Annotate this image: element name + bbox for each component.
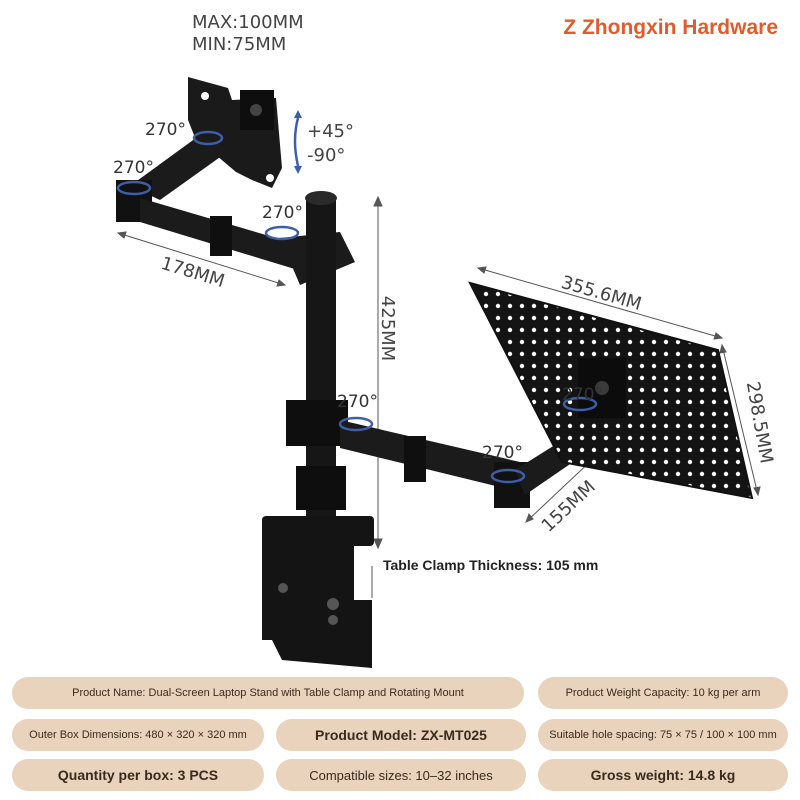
monitor-stand-illustration xyxy=(116,77,761,668)
spec-gross-weight: Gross weight: 14.8 kg xyxy=(538,759,788,791)
spec-outer-box: Outer Box Dimensions: 480 × 320 × 320 mm xyxy=(12,719,264,751)
vesa-max: MAX:100MM xyxy=(192,12,304,33)
angle-label: 270° xyxy=(145,120,186,140)
tilt-down: -90° xyxy=(307,145,346,166)
dimension-lines xyxy=(116,195,761,598)
angle-label: 270° xyxy=(482,443,523,463)
vesa-range-label: MAX:100MM MIN:75MM xyxy=(192,12,304,56)
spec-hole-spacing: Suitable hole spacing: 75 × 75 / 100 × 1… xyxy=(538,719,788,751)
pole-height-label: 425MM xyxy=(377,295,399,362)
rotation-markers xyxy=(116,110,598,484)
spec-product-name: Product Name: Dual-Screen Laptop Stand w… xyxy=(12,677,524,709)
tilt-up: +45° xyxy=(307,121,354,142)
angle-label: 270° xyxy=(337,392,378,412)
angle-label: 270° xyxy=(562,385,603,405)
table-clamp xyxy=(262,516,374,668)
laptop-tray xyxy=(468,281,754,500)
angle-label: 270° xyxy=(262,203,303,223)
spec-compatible: Compatible sizes: 10–32 inches xyxy=(276,759,526,791)
tilt-range-label: +45° -90° xyxy=(307,120,354,168)
brand-name: Z Zhongxin Hardware xyxy=(563,16,778,39)
spec-quantity: Quantity per box: 3 PCS xyxy=(12,759,264,791)
vesa-plate xyxy=(188,77,282,188)
angle-label: 270° xyxy=(113,158,154,178)
vesa-min: MIN:75MM xyxy=(192,34,287,55)
spec-model: Product Model: ZX-MT025 xyxy=(276,719,526,751)
clamp-thickness-label: Table Clamp Thickness: 105 mm xyxy=(383,557,599,573)
spec-weight-capacity: Product Weight Capacity: 10 kg per arm xyxy=(538,677,788,709)
pole xyxy=(286,191,348,536)
